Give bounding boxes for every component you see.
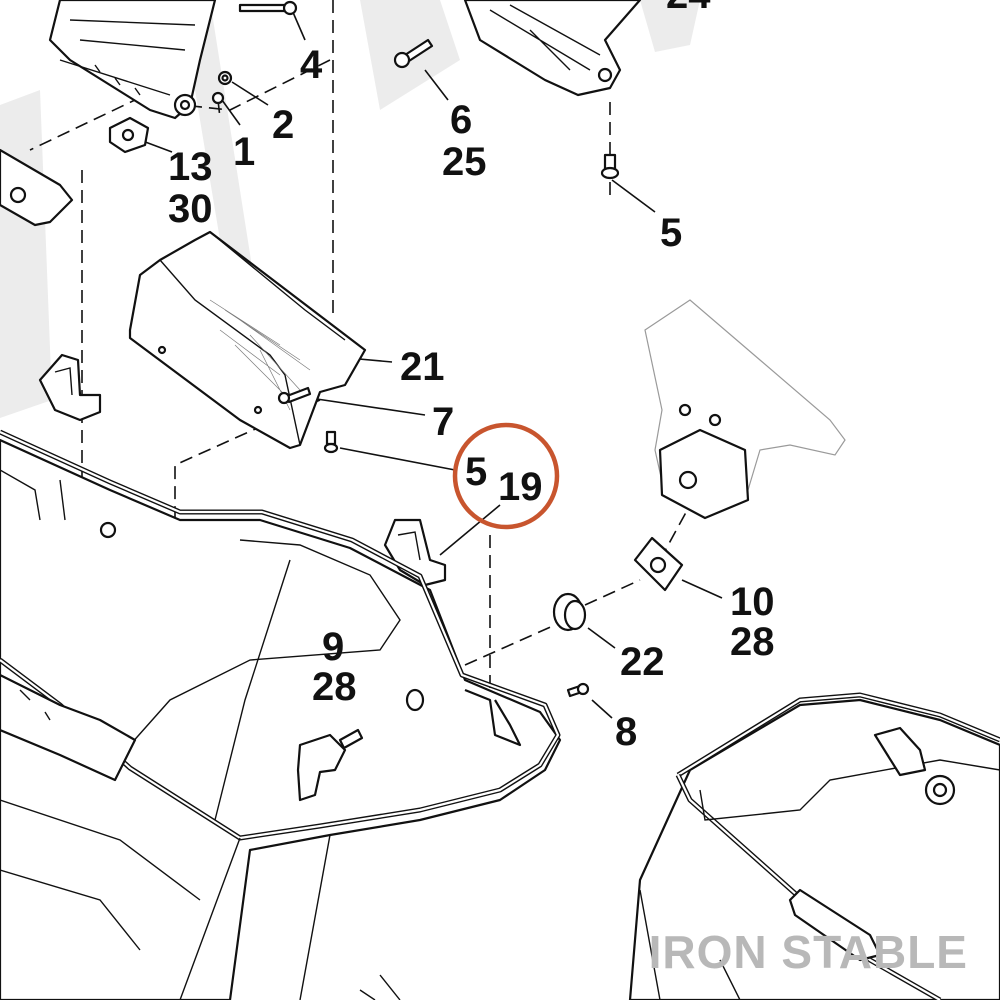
saddlebag-left — [0, 429, 562, 1000]
callout-4: 4 — [300, 43, 323, 87]
callout-28-right: 28 — [730, 620, 775, 664]
rear-mount-bracket — [644, 299, 846, 520]
grommet-22 — [552, 592, 587, 632]
leader-lines — [139, 9, 723, 728]
callout-labels: 24 4 2 1 13 30 6 25 5 21 7 5 19 10 28 22… — [168, 0, 775, 754]
callout-5-middle: 5 — [465, 450, 487, 494]
callout-30: 30 — [168, 187, 213, 231]
mount-block-13 — [108, 116, 150, 154]
top-right-bracket-24 — [463, 0, 642, 97]
screw-5-middle — [323, 430, 339, 454]
callout-19: 19 — [498, 465, 543, 509]
screw-7 — [277, 386, 312, 405]
latch-part-9 — [296, 728, 364, 802]
callout-24: 24 — [666, 0, 711, 17]
left-latch-piece — [0, 148, 74, 227]
hinge-bracket-assembly — [48, 0, 217, 120]
cover-panel-21 — [128, 230, 367, 450]
callout-1: 1 — [233, 130, 255, 174]
callout-28-left: 28 — [312, 665, 357, 709]
callout-25: 25 — [442, 140, 487, 184]
callout-7: 7 — [432, 400, 454, 444]
screw-6 — [393, 38, 434, 69]
top-screws — [211, 0, 298, 105]
callout-8: 8 — [615, 710, 637, 754]
screw-8 — [566, 682, 590, 698]
callout-9: 9 — [322, 625, 344, 669]
callout-21: 21 — [400, 345, 445, 389]
callout-5-top: 5 — [660, 211, 682, 255]
callout-6: 6 — [450, 98, 472, 142]
callout-22: 22 — [620, 640, 665, 684]
callout-13: 13 — [168, 145, 213, 189]
clip-nut-10 — [633, 536, 684, 592]
callout-10: 10 — [730, 580, 775, 624]
saddlebag-right — [628, 692, 1000, 1000]
highlight-circle — [452, 422, 560, 530]
watermark-logo: IRON STABLE — [649, 926, 968, 978]
clip-part-19 — [383, 518, 447, 587]
left-bracket-clip — [38, 353, 102, 422]
callout-2: 2 — [272, 103, 294, 147]
screw-5-top — [600, 153, 620, 180]
